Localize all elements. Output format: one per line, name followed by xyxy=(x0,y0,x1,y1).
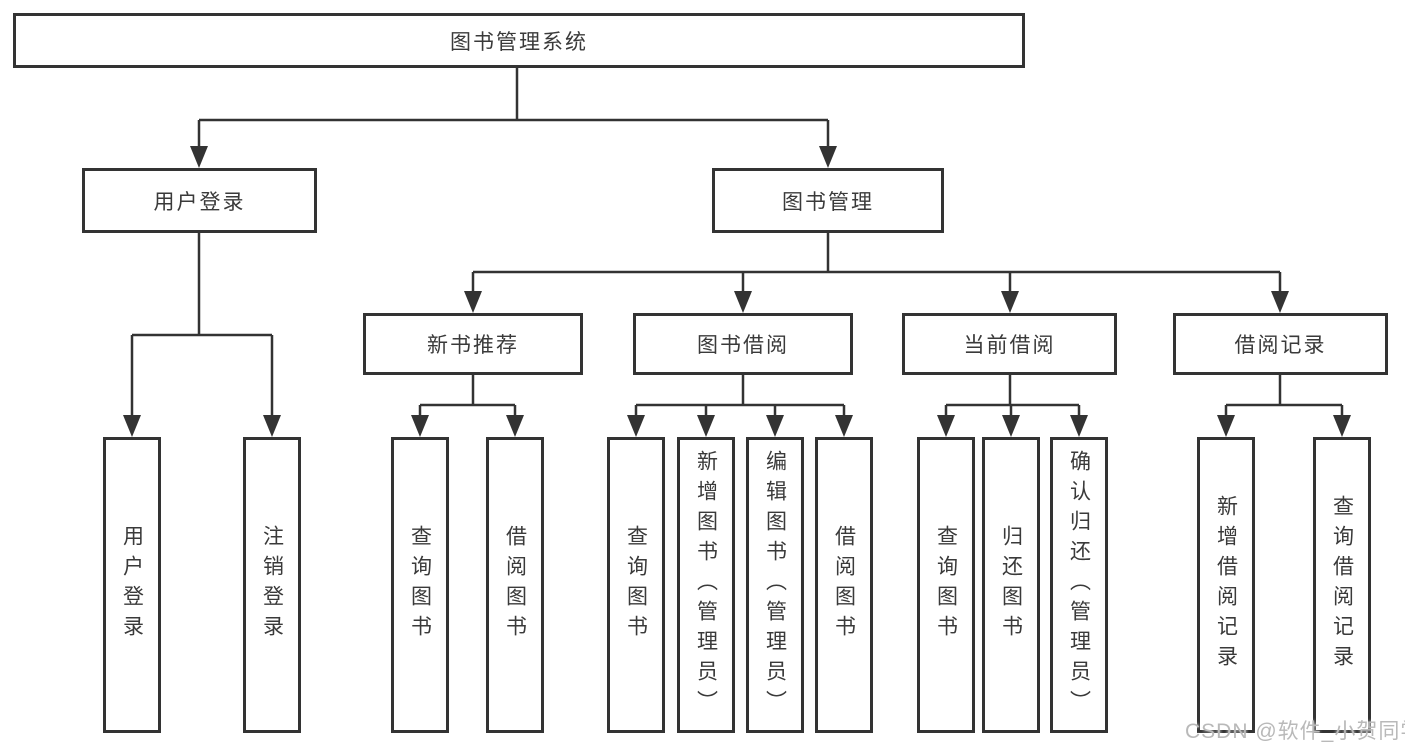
leaf-query-books-current: 查询图书 xyxy=(917,437,975,733)
node-user-login-label: 用户登录 xyxy=(153,190,246,214)
leaf-confirm-return-admin: 确认归还（管理员） xyxy=(1050,437,1108,733)
node-root-label: 图书管理系统 xyxy=(450,30,588,54)
leaf-query-borrow-record: 查询借阅记录 xyxy=(1313,437,1371,733)
connector-user-login-branch xyxy=(123,233,281,437)
leaf-confirm-return-admin-label: 确认归还（管理员） xyxy=(1067,450,1091,720)
leaf-query-books-borrow-label: 查询图书 xyxy=(624,525,648,645)
leaf-add-books-admin: 新增图书（管理员） xyxy=(677,437,735,733)
node-book-management: 图书管理 xyxy=(712,168,944,233)
leaf-logout-label: 注销登录 xyxy=(260,525,284,645)
connector-new-book-branch xyxy=(411,375,524,437)
connector-book-borrow-branch xyxy=(627,375,853,437)
node-root-system: 图书管理系统 xyxy=(13,13,1025,68)
leaf-query-books-recommend: 查询图书 xyxy=(391,437,449,733)
leaf-logout: 注销登录 xyxy=(243,437,301,733)
node-current-borrow-label: 当前借阅 xyxy=(963,334,1056,357)
leaf-add-borrow-record-label: 新增借阅记录 xyxy=(1214,495,1238,675)
leaf-return-books-label: 归还图书 xyxy=(999,525,1023,645)
node-borrow-records: 借阅记录 xyxy=(1173,313,1388,375)
node-user-login: 用户登录 xyxy=(82,168,317,233)
leaf-user-login-label: 用户登录 xyxy=(120,525,144,645)
leaf-edit-books-admin-label: 编辑图书（管理员） xyxy=(763,450,787,720)
leaf-borrow-books-recommend-label: 借阅图书 xyxy=(503,525,527,645)
leaf-query-books-borrow: 查询图书 xyxy=(607,437,665,733)
leaf-query-books-current-label: 查询图书 xyxy=(934,525,958,645)
node-current-borrow: 当前借阅 xyxy=(902,313,1117,375)
leaf-add-books-admin-label: 新增图书（管理员） xyxy=(694,450,718,720)
node-borrow-records-label: 借阅记录 xyxy=(1234,334,1327,357)
watermark-text: CSDN @软件_小贺同学 xyxy=(1185,720,1405,743)
leaf-edit-books-admin: 编辑图书（管理员） xyxy=(746,437,804,733)
leaf-query-borrow-record-label: 查询借阅记录 xyxy=(1330,495,1354,675)
leaf-borrow-books-recommend: 借阅图书 xyxy=(486,437,544,733)
node-book-borrow: 图书借阅 xyxy=(633,313,853,375)
leaf-add-borrow-record: 新增借阅记录 xyxy=(1197,437,1255,733)
node-new-book-recommend-label: 新书推荐 xyxy=(427,334,519,357)
connector-root-to-level2 xyxy=(190,68,837,168)
node-book-management-label: 图书管理 xyxy=(782,190,874,214)
leaf-return-books: 归还图书 xyxy=(982,437,1040,733)
connector-book-mgmt-to-level3 xyxy=(464,233,1289,313)
leaf-query-books-recommend-label: 查询图书 xyxy=(408,525,432,645)
connector-borrow-records-branch xyxy=(1217,375,1351,437)
node-new-book-recommend: 新书推荐 xyxy=(363,313,583,375)
leaf-borrow-books-label: 借阅图书 xyxy=(832,525,856,645)
leaf-borrow-books: 借阅图书 xyxy=(815,437,873,733)
connector-current-borrow-branch xyxy=(937,375,1088,437)
leaf-user-login: 用户登录 xyxy=(103,437,161,733)
node-book-borrow-label: 图书借阅 xyxy=(697,334,789,357)
